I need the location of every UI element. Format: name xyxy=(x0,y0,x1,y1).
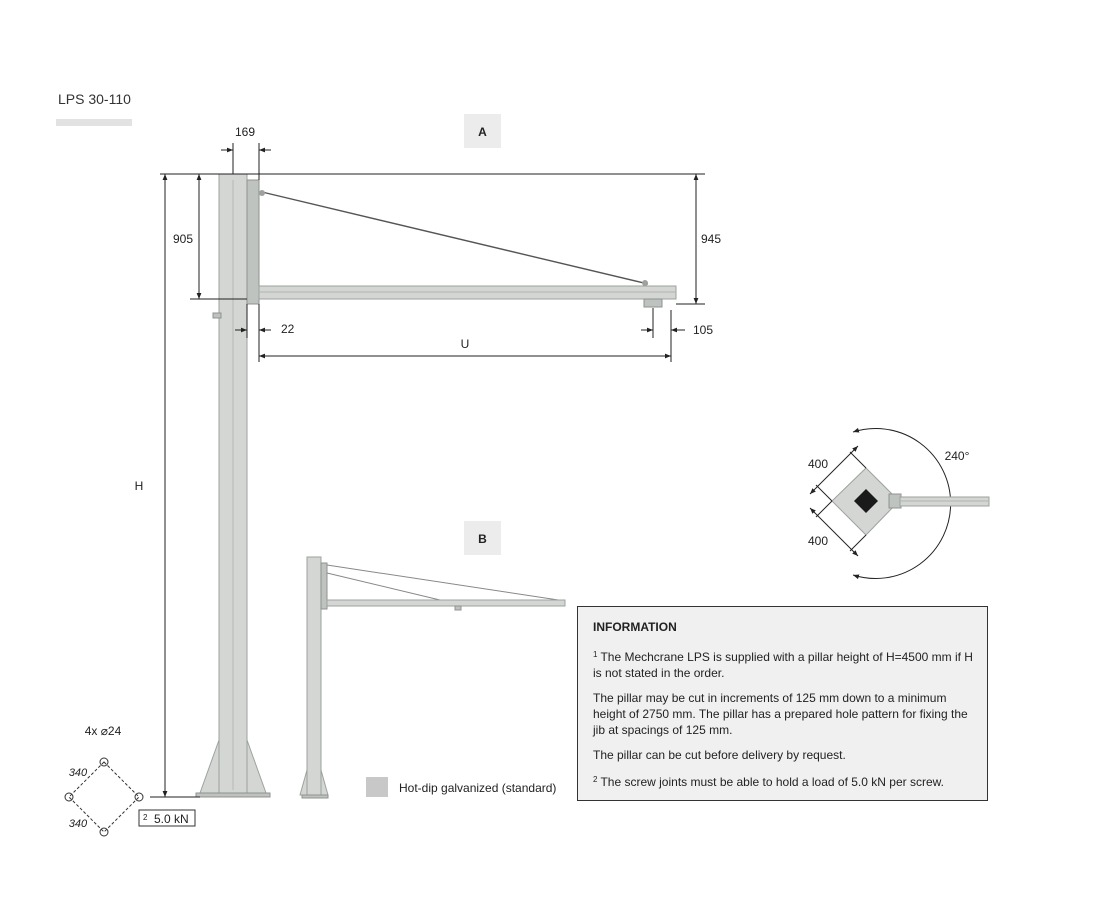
svg-text:400: 400 xyxy=(808,534,828,548)
dimension-169: 169 xyxy=(221,125,271,180)
foundation-bolt-pattern: 4x ⌀24 340 340 2 5.0 kN xyxy=(64,724,196,837)
svg-text:5.0 kN: 5.0 kN xyxy=(154,812,189,826)
dimension-105: 105 xyxy=(641,308,713,338)
dimension-h: H xyxy=(135,174,200,798)
svg-text:2: 2 xyxy=(143,813,148,822)
information-title: INFORMATION xyxy=(593,620,677,634)
dimension-945: 945 xyxy=(693,174,721,304)
svg-text:Hot-dip galvanized (standard): Hot-dip galvanized (standard) xyxy=(399,781,556,795)
svg-text:340: 340 xyxy=(69,818,88,830)
title-underline xyxy=(56,119,132,126)
svg-text:22: 22 xyxy=(281,322,295,336)
jib-bracket xyxy=(246,179,260,305)
svg-text:4x ⌀24: 4x ⌀24 xyxy=(85,724,122,738)
svg-text:945: 945 xyxy=(701,232,721,246)
info-paragraph-2: The pillar may be cut in increments of 1… xyxy=(593,691,968,737)
svg-text:H: H xyxy=(135,479,144,493)
svg-text:B: B xyxy=(478,532,487,546)
load-note: 2 5.0 kN xyxy=(138,809,196,827)
end-stop xyxy=(643,298,663,308)
view-a-label: A xyxy=(464,114,501,148)
svg-text:240°: 240° xyxy=(945,449,970,463)
svg-text:A: A xyxy=(478,125,487,139)
legend-swatch xyxy=(366,777,388,797)
base-gusset-left xyxy=(199,739,220,794)
info-paragraph-3: The pillar can be cut before delivery by… xyxy=(593,748,846,762)
base-gusset-right xyxy=(246,739,267,794)
dimension-22: 22 xyxy=(235,304,295,362)
base-plate xyxy=(195,792,271,798)
svg-text:905: 905 xyxy=(173,232,193,246)
svg-text:400: 400 xyxy=(808,457,828,471)
product-title: LPS 30-110 xyxy=(58,91,131,107)
pillar-crane-view-b xyxy=(299,556,566,799)
svg-text:U: U xyxy=(461,337,470,351)
top-view-slew: 400 400 240° xyxy=(808,427,990,580)
dimension-u: U xyxy=(259,310,672,362)
view-b-label: B xyxy=(464,521,501,555)
svg-text:169: 169 xyxy=(235,125,255,139)
tie-rod xyxy=(261,191,649,285)
legend-galvanized: Hot-dip galvanized (standard) xyxy=(366,777,556,797)
dimension-905: 905 xyxy=(173,174,202,299)
svg-text:105: 105 xyxy=(693,323,713,337)
svg-text:340: 340 xyxy=(69,767,88,779)
